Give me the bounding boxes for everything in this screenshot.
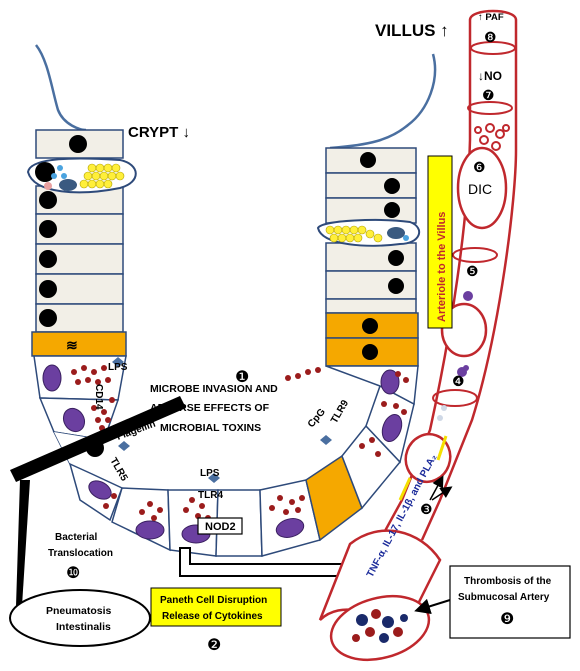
paf-label: ↑ PAF: [478, 12, 504, 23]
step-3-marker: ❸: [420, 501, 433, 517]
paneth-text-2: Release of Cytokines: [162, 611, 263, 622]
microbe-text-1: MICROBE INVASION AND: [150, 383, 278, 395]
lps-bottom-label: LPS: [200, 468, 220, 479]
cpg-label: CpG: [306, 407, 328, 430]
thrombosis-text-1: Thrombosis of the: [464, 576, 552, 587]
right-crypt-nuclei: [360, 152, 404, 294]
step-4-marker: ❹: [452, 373, 465, 389]
receptor-markers: [112, 357, 332, 483]
microbe-text-2: ADVERSE EFFECTS OF: [150, 402, 270, 414]
red-granules: [71, 365, 409, 521]
pneumatosis-text-2: Intestinalis: [56, 621, 111, 633]
step-3-arrows: [429, 475, 453, 501]
thrombosis-pointer: [414, 598, 451, 615]
purple-nuclei: [42, 364, 403, 544]
step-1-marker: ❶: [235, 369, 249, 386]
tlr4-label: TLR4: [198, 490, 223, 501]
step-7-marker: ❼: [482, 87, 495, 103]
submucosal-clot: [352, 609, 408, 643]
villus-title: VILLUS ↑: [375, 21, 449, 40]
step-8-marker: ❽: [484, 29, 497, 45]
right-crypt-cells: [325, 147, 417, 314]
right-goblet-cell: [316, 219, 421, 247]
paneth-disruption-box: [150, 587, 282, 627]
left-goblet-cell: [26, 157, 137, 194]
arteriole-vessel: [318, 9, 518, 661]
crypt-title: CRYPT ↓: [128, 124, 190, 141]
arteriole-label-box: [427, 155, 453, 329]
step-6-marker: ❻: [473, 159, 486, 175]
pneumatosis-text-1: Pneumatosis: [46, 605, 112, 617]
translocation-bar: [10, 396, 186, 482]
right-villus-outline: [329, 53, 437, 150]
arteriole-label: Arteriole to the Villus: [436, 212, 448, 322]
translocation-pole: [16, 480, 30, 606]
left-crypt-nuclei: [39, 135, 87, 327]
pneumatosis-ellipse: [9, 589, 151, 647]
thrombosis-text-2: Submucosal Artery: [458, 592, 550, 603]
step-5-marker: ❺: [466, 263, 479, 279]
nod2-box: [197, 517, 243, 535]
lps-top-label: LPS: [108, 362, 128, 373]
microbe-text-3: MICROBIAL TOXINS: [160, 422, 261, 434]
bacterial-text-1: Bacterial: [55, 532, 97, 543]
left-paneth-strip: ≋: [31, 331, 127, 357]
bacterial-text-2: Translocation: [48, 548, 113, 559]
dic-label: DIC: [468, 181, 492, 197]
step-2-marker: ❷: [207, 637, 221, 654]
svg-text:≋: ≋: [66, 337, 78, 353]
nod2-label: NOD2: [205, 521, 236, 533]
tlr9-label: TLR9: [329, 398, 351, 426]
step-9-marker: ❾: [500, 611, 514, 628]
right-paneth-strips: [325, 312, 419, 367]
left-villus-outline: [34, 44, 87, 132]
no-label: ↓NO: [478, 69, 502, 83]
paneth-text-1: Paneth Cell Disruption: [160, 595, 267, 606]
thrombosis-box: [449, 565, 571, 639]
step-10-marker: ❿: [66, 565, 80, 582]
cd14-label: CD14: [93, 384, 104, 410]
